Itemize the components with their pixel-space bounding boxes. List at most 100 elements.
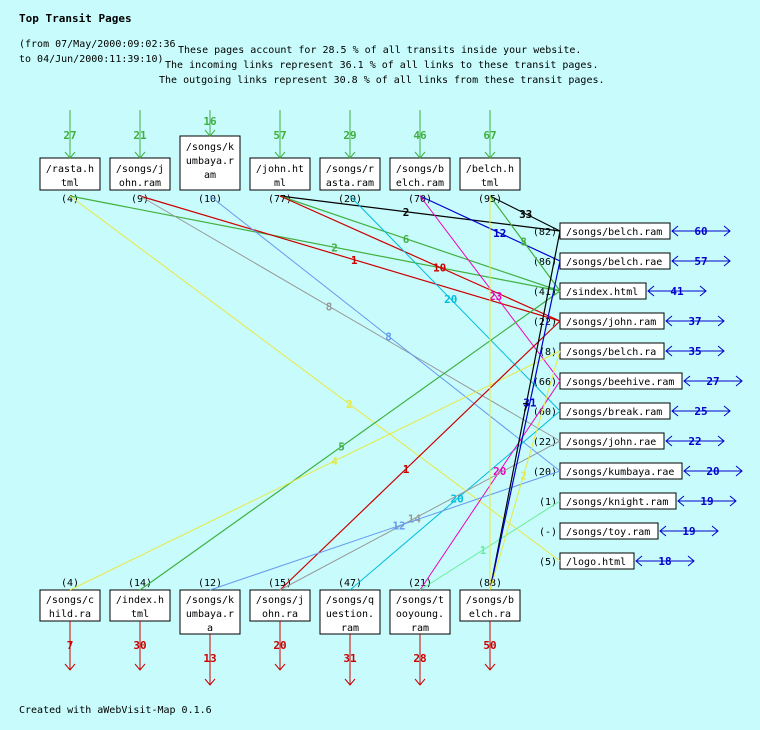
outgoing-arrow-head-icon <box>414 678 426 686</box>
page-name-line: /index.h <box>116 595 164 606</box>
link-count-label: 7 <box>522 401 529 414</box>
transit-count: (8) <box>539 347 557 358</box>
exit-arrow-left-icon <box>671 405 679 417</box>
exit-arrow-right-icon <box>723 405 731 417</box>
link-line <box>349 195 561 412</box>
page-name-line: asta.ram <box>326 178 374 189</box>
link-line <box>279 320 561 591</box>
outgoing-arrow-head-icon <box>134 663 146 671</box>
transit-count: (4) <box>61 578 79 589</box>
page-box-b_belch_ra <box>459 589 521 622</box>
exit-count-label: 60 <box>694 225 707 238</box>
page-name-line: ml <box>274 178 286 189</box>
incoming-count-label: 67 <box>483 129 496 142</box>
exit-arrow-left-icon <box>647 285 655 297</box>
page-name: /songs/beehive.ram <box>566 377 674 388</box>
page-name: /songs/kumbaya.rae <box>566 467 674 478</box>
exit-count-label: 27 <box>706 375 719 388</box>
link-count-label: 20 <box>450 493 463 506</box>
transit-count: (41) <box>533 287 557 298</box>
link-count-label: 8 <box>520 236 527 249</box>
page-name: /songs/belch.rae <box>566 257 662 268</box>
page-name-line: ooyoung. <box>396 609 444 620</box>
exit-arrow-right-icon <box>687 555 695 567</box>
exit-count-label: 41 <box>670 285 684 298</box>
link-count-label: 23 <box>489 290 502 303</box>
link-line <box>209 195 561 472</box>
incoming-arrow-head-icon <box>484 151 496 159</box>
page-box <box>319 157 381 191</box>
exit-count-label: 19 <box>682 525 695 538</box>
top-node-songs_john_ram <box>109 110 171 191</box>
date-range-from: (from 07/May/2000:09:02:36 <box>19 39 176 50</box>
link-line <box>69 350 561 591</box>
outgoing-arrow-head-icon <box>344 678 356 686</box>
link-count-label: 14 <box>408 512 422 525</box>
transit-count: (82) <box>533 227 557 238</box>
exit-count-label: 22 <box>688 435 701 448</box>
transit-count: (4) <box>61 194 79 205</box>
exit-arrow-right-icon <box>723 255 731 267</box>
page-name-line: ram <box>411 623 429 634</box>
page-name-line: tml <box>61 178 79 189</box>
link-count-label: 8 <box>326 300 333 313</box>
page-title: Top Transit Pages <box>19 12 132 25</box>
outgoing-arrow-head-icon <box>484 663 496 671</box>
page-name-line: umbaya.r <box>186 609 234 620</box>
exit-arrow-left-icon <box>683 465 691 477</box>
top-node-belch_html <box>459 110 521 191</box>
exit-count-label: 57 <box>694 255 707 268</box>
transit-count: (9) <box>131 194 149 205</box>
exit-arrow-right-icon <box>717 315 725 327</box>
page-box <box>249 157 311 191</box>
transit-count: (-) <box>539 527 557 538</box>
transit-count: (86) <box>533 257 557 268</box>
link-line <box>489 260 561 591</box>
link-count-label: 12 <box>392 520 405 533</box>
exit-arrow-right-icon <box>729 495 737 507</box>
page-name: /songs/toy.ram <box>566 527 650 538</box>
page-box <box>109 157 171 191</box>
link-count-label: 2 <box>331 241 338 254</box>
exit-count-label: 19 <box>700 495 713 508</box>
page-box-b_question <box>319 589 381 635</box>
transit-count: (60) <box>533 407 557 418</box>
link-count-label: 2 <box>346 398 353 411</box>
link-line <box>279 195 561 292</box>
incoming-arrow-head-icon <box>64 151 76 159</box>
page-name-line: am <box>204 170 216 181</box>
incoming-count-label: 46 <box>413 129 427 142</box>
outgoing-arrow-head-icon <box>274 663 286 671</box>
link-line <box>139 290 561 591</box>
page-name: /songs/knight.ram <box>566 497 668 508</box>
page-name-line: ram <box>341 623 359 634</box>
link-count-label: 6 <box>403 233 410 246</box>
page-name: /songs/john.ram <box>566 317 656 328</box>
page-name-line: /songs/j <box>116 164 164 175</box>
exit-count-label: 37 <box>688 315 701 328</box>
page-name-line: hild.ra <box>49 609 91 620</box>
page-name-line: /songs/k <box>186 142 234 153</box>
transit-count: (66) <box>533 377 557 388</box>
transit-count: (22) <box>533 317 557 328</box>
page-name-line: tml <box>481 178 499 189</box>
exit-arrow-right-icon <box>735 465 743 477</box>
link-line <box>279 195 561 232</box>
outgoing-count-label: 13 <box>203 652 216 665</box>
link-count-label: 1 <box>351 254 358 267</box>
page-name: /sindex.html <box>566 287 638 298</box>
link-line <box>489 350 561 591</box>
top-node-john_html <box>249 110 311 191</box>
exit-arrow-left-icon <box>635 555 643 567</box>
incoming-count-label: 27 <box>63 129 76 142</box>
page-name-line: /songs/c <box>46 595 94 606</box>
link-count-label: 2 <box>520 469 527 482</box>
top-node-songs_rasta_ram <box>319 110 381 191</box>
transit-count: (10) <box>198 194 222 205</box>
exit-arrow-right-icon <box>717 435 725 447</box>
page-name-line: /songs/t <box>396 595 444 606</box>
page-name-line: a <box>207 623 213 634</box>
transit-count: (70) <box>408 194 432 205</box>
page-name: /songs/john.rae <box>566 437 656 448</box>
